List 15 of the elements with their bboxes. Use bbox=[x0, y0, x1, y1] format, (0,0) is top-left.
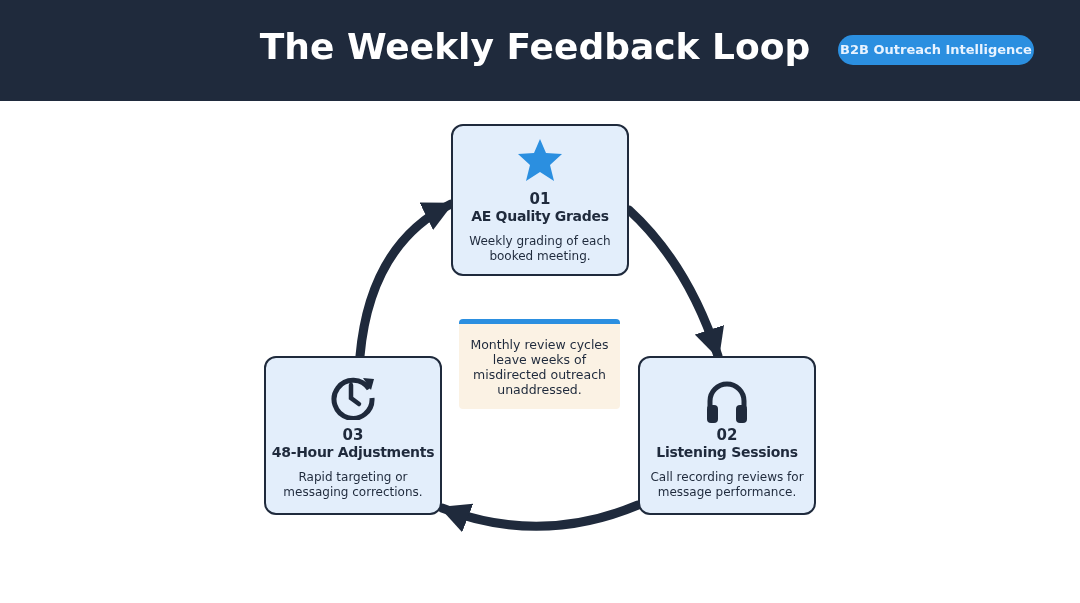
step-card bbox=[638, 356, 816, 515]
tagline-badge: B2B Outreach Intelligence bbox=[838, 35, 1034, 65]
note-card: Monthly review cycles leave weeks of misdirected outreach unaddressed. bbox=[459, 319, 620, 409]
step-description: Rapid targeting or messaging corrections. bbox=[282, 470, 424, 500]
step-title: AE Quality Grades bbox=[470, 208, 610, 224]
step-number: 02 bbox=[715, 426, 739, 444]
step-title: 48-Hour Adjustments bbox=[270, 444, 436, 460]
step-number: 01 bbox=[528, 190, 552, 208]
title: The Weekly Feedback Loop bbox=[258, 26, 812, 67]
step-description: Call recording reviews for message performance. bbox=[649, 470, 805, 500]
step-number: 03 bbox=[341, 426, 365, 444]
step-description: Weekly grading of each booked meeting. bbox=[468, 234, 612, 264]
step-card bbox=[264, 356, 442, 515]
step-card bbox=[451, 124, 629, 276]
step-title: Listening Sessions bbox=[655, 444, 799, 460]
